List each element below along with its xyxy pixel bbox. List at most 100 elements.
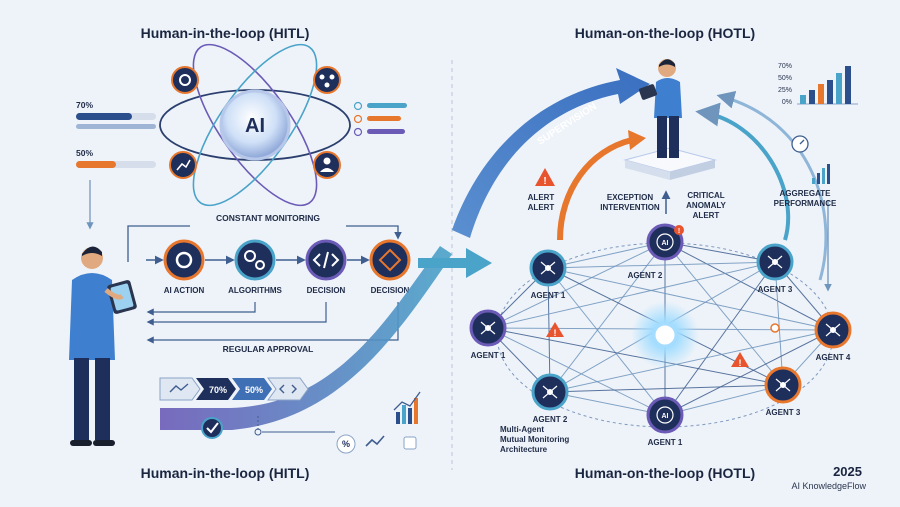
- agent-node: [646, 396, 684, 434]
- architecture-line-2: Mutual Monitoring: [500, 435, 569, 444]
- gear-icon: [175, 251, 193, 269]
- hub-spoke: [487, 327, 496, 335]
- aggregate-label-2: PERFORMANCE: [774, 199, 837, 208]
- architecture-line-1: Multi-Agent: [500, 425, 544, 434]
- band-arrowhead: [466, 248, 492, 278]
- hub-spoke: [774, 255, 783, 263]
- critical-label-1: CRITICAL: [687, 191, 724, 200]
- chart-icon: [169, 151, 197, 179]
- hub-spoke: [542, 385, 551, 393]
- band-connector: [418, 258, 472, 268]
- hub-spoke: [480, 321, 489, 329]
- agent-link: [549, 391, 667, 418]
- hub-spoke: [540, 261, 549, 269]
- feedback-line-1: [146, 302, 327, 326]
- svg-text:%: %: [342, 439, 350, 449]
- hub-spoke: [832, 329, 841, 337]
- progress-label-2: 50%: [76, 148, 93, 158]
- hub-spoke: [767, 261, 776, 269]
- agent-link: [486, 261, 776, 330]
- hub-spoke: [487, 321, 496, 329]
- architecture-line-3: Architecture: [500, 445, 548, 454]
- alert-mark: !: [554, 328, 557, 338]
- agent-link: [486, 241, 666, 329]
- hub-spoke: [542, 391, 551, 399]
- step-decision-1: [305, 239, 347, 281]
- feedback-arc-1: [695, 102, 791, 241]
- ai-badge-icon: [656, 406, 674, 424]
- nodes-icon: [313, 66, 341, 94]
- human-operator-left: [69, 246, 137, 446]
- step-ai-action: [163, 239, 205, 281]
- transition-band: [160, 246, 452, 430]
- alert-icon-top: !: [535, 168, 555, 187]
- agent-label: AGENT 3: [758, 285, 793, 294]
- hub-spoke: [549, 385, 558, 393]
- hub-spoke: [825, 329, 834, 337]
- hub-spoke: [480, 327, 489, 335]
- step-label-4: DECISION: [371, 286, 410, 295]
- agent-link: [547, 267, 666, 416]
- agent-link: [663, 329, 834, 416]
- percent-icon: [336, 434, 356, 454]
- hub-spoke: [782, 378, 791, 386]
- ai-atom: AI: [159, 43, 351, 207]
- ai-badge-icon: [656, 233, 674, 251]
- agent-link: [547, 267, 835, 332]
- agent-link: [487, 327, 667, 416]
- agent-link: [664, 241, 835, 331]
- target-icon: [770, 323, 780, 333]
- agent-label: AGENT 2: [628, 271, 663, 280]
- agent-label: AGENT 1: [531, 291, 566, 300]
- code-icon-small: [279, 384, 297, 394]
- agent-label: AGENT 2: [533, 415, 568, 424]
- ai-core-label: AI: [245, 115, 265, 137]
- agent-link: [549, 241, 666, 393]
- approval-line: [146, 302, 399, 344]
- agent-link: [664, 241, 777, 265]
- hotl-title-bottom: Human-on-the-loop (HOTL): [575, 465, 755, 481]
- alert-icon: [546, 322, 564, 337]
- supervisor-platform: [623, 147, 717, 180]
- agent-link: [664, 383, 785, 416]
- mini-bar-chart-left: [393, 391, 421, 424]
- progress-track-1b: [76, 124, 156, 129]
- hub-spoke: [775, 378, 784, 386]
- chip-row: 70% 50%: [159, 377, 309, 401]
- constant-monitoring-label: CONSTANT MONITORING: [216, 213, 320, 223]
- chart-tick-25: 25%: [778, 87, 792, 94]
- alert-badge: [674, 225, 684, 235]
- trend-icon: [169, 383, 189, 393]
- agent-label: AGENT 1: [648, 438, 683, 447]
- agent-link: [548, 329, 834, 394]
- alert-mark: !: [739, 358, 742, 368]
- hub-spoke: [832, 323, 841, 331]
- network-core: [652, 322, 678, 348]
- hub-spoke: [775, 384, 784, 392]
- critical-label-2: ANOMALY: [686, 201, 726, 210]
- chart-tick-0: 0%: [782, 99, 792, 106]
- feedback-line-2: [146, 302, 256, 316]
- human-supervisor: [638, 59, 682, 158]
- agent-ai-text: AI: [662, 413, 669, 420]
- supervision-band: [452, 68, 650, 238]
- monitoring-line-left: [127, 225, 190, 262]
- regular-approval-label: REGULAR APPROVAL: [223, 344, 314, 354]
- agent-ai-text: AI: [662, 240, 669, 247]
- hub-spoke: [547, 261, 556, 269]
- hitl-title-top: Human-in-the-loop (HITL): [141, 25, 310, 41]
- step-algorithms: [234, 239, 276, 281]
- performance-chart: 70% 50% 25% 0%: [778, 63, 858, 106]
- check-icon: [201, 417, 223, 439]
- footer-year: 2025: [833, 464, 862, 479]
- agent-link: [546, 241, 666, 270]
- monitoring-line-right: [346, 225, 402, 240]
- code-icon: [312, 251, 340, 269]
- step-label-2: ALGORITHMS: [228, 286, 282, 295]
- hub-spoke: [774, 261, 783, 269]
- diamond-icon: [378, 248, 402, 272]
- hotl-title-top: Human-on-the-loop (HOTL): [575, 25, 755, 41]
